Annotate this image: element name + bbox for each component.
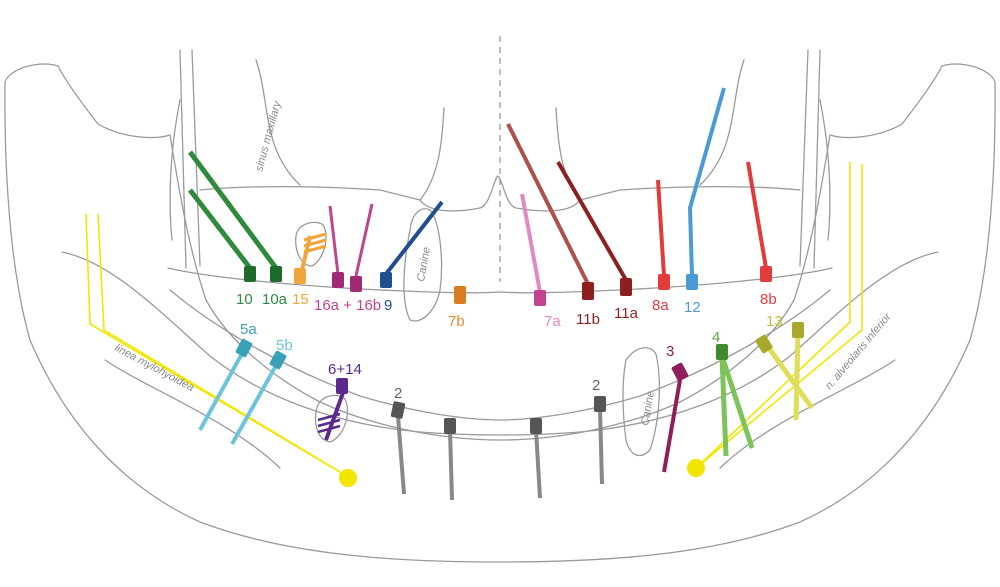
screw-11b: 11b: [506, 123, 600, 328]
nerve-foramen-left: [339, 469, 357, 487]
label-4: 4: [712, 329, 720, 346]
label-7b: 7b: [448, 313, 465, 330]
screw-7a: 7a: [520, 193, 561, 330]
screw-7b: 7b: [448, 192, 466, 330]
jaw-outline: [4, 36, 996, 563]
label-10a: 10a: [262, 291, 288, 308]
label-16: 16a + 16b: [314, 297, 381, 314]
label-5b: 5b: [276, 337, 293, 354]
label-5a: 5a: [240, 321, 257, 338]
screw-10a: 10a: [187, 150, 288, 308]
label-13: 13: [766, 313, 783, 330]
screw-15: 15: [292, 232, 327, 308]
label-7a: 7a: [544, 313, 561, 330]
screw-10: 10: [188, 188, 256, 308]
sinus-label: sinus maxillary: [253, 99, 284, 173]
screw-16: 16a + 16b: [314, 203, 381, 314]
label-10: 10: [236, 291, 253, 308]
screw-8b: 8b: [746, 161, 777, 308]
screw-2-right: 2: [530, 377, 606, 499]
nerve-lines: [85, 162, 863, 487]
label-8a: 8a: [652, 297, 669, 314]
canine-lower-label: Canine: [639, 390, 657, 426]
screw-12: 12: [684, 87, 726, 316]
linea-label: linea mylohyoidea: [113, 342, 196, 394]
screw-5a: 5a: [198, 321, 257, 431]
screw-13: 13: [755, 313, 815, 421]
label-9: 9: [384, 297, 392, 314]
screw-9: 9: [380, 200, 444, 314]
label-11a: 11a: [614, 305, 639, 322]
label-3: 3: [666, 343, 674, 360]
nerve-foramen-right: [687, 459, 705, 477]
screw-8a: 8a: [652, 179, 670, 314]
label-6: 6+14: [328, 361, 362, 378]
screws: 10 10a 15 16a + 16b 9: [187, 87, 815, 501]
label-15: 15: [292, 291, 309, 308]
screw-11a: 11a: [556, 161, 639, 322]
screw-5b: 5b: [230, 337, 293, 445]
screw-4: 4: [712, 329, 755, 457]
nerve-label: n. alveolaris inferior: [823, 310, 894, 392]
screw-2-left: 2: [390, 385, 456, 501]
canine-upper-label: Canine: [415, 246, 433, 282]
label-12: 12: [684, 299, 701, 316]
label-2-left: 2: [394, 385, 402, 402]
label-8b: 8b: [760, 291, 777, 308]
label-11b: 11b: [576, 311, 600, 328]
screw-3: 3: [662, 343, 689, 473]
screw-6: 6+14: [317, 361, 362, 441]
label-2-right: 2: [592, 377, 600, 394]
